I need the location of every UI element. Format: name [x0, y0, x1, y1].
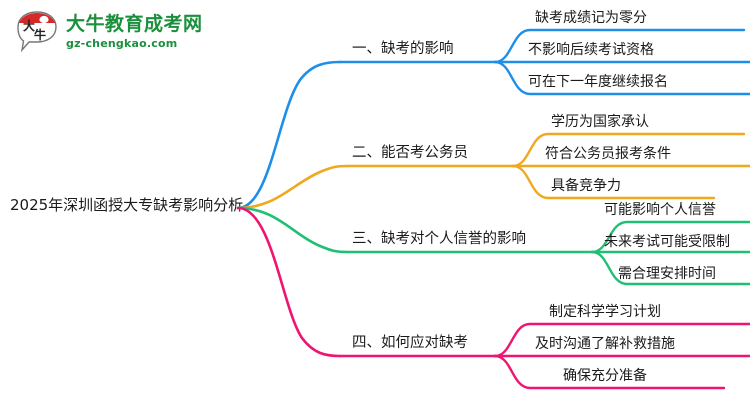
- logo-mark-icon: 大 牛: [14, 10, 60, 54]
- leaf-label-1-1[interactable]: 缺考成绩记为零分: [535, 10, 647, 26]
- leaf-label-4-3[interactable]: 确保充分准备: [563, 368, 647, 384]
- branch-2-lines: [236, 132, 750, 210]
- branch-label-1[interactable]: 一、缺考的影响: [352, 41, 454, 57]
- svg-text:大: 大: [23, 18, 35, 33]
- branch-label-2[interactable]: 二、能否考公务员: [352, 145, 468, 161]
- leaf-label-1-3[interactable]: 可在下一年度继续报名: [528, 74, 668, 90]
- leaf-label-2-1[interactable]: 学历为国家承认: [551, 114, 649, 130]
- leaf-label-4-2[interactable]: 及时沟通了解补救措施: [535, 336, 675, 352]
- leaf-label-2-2[interactable]: 符合公务员报考条件: [545, 146, 671, 162]
- logo-title: 大牛教育成考网: [66, 13, 203, 35]
- svg-text:牛: 牛: [34, 27, 46, 42]
- leaf-label-3-1[interactable]: 可能影响个人信誉: [604, 202, 716, 218]
- leaf-label-2-3[interactable]: 具备竞争力: [551, 178, 621, 194]
- branch-1-lines: [236, 28, 750, 210]
- site-logo[interactable]: 大 牛 大牛教育成考网 gz-chengkao.com: [14, 8, 202, 56]
- leaf-label-1-2[interactable]: 不影响后续考试资格: [528, 42, 654, 58]
- leaf-label-3-3[interactable]: 需合理安排时间: [618, 266, 716, 282]
- leaf-label-4-1[interactable]: 制定科学学习计划: [549, 304, 661, 320]
- branch-label-3[interactable]: 三、缺考对个人信誉的影响: [352, 231, 526, 247]
- branch-label-4[interactable]: 四、如何应对缺考: [352, 335, 468, 351]
- leaf-label-3-2[interactable]: 未来考试可能受限制: [604, 234, 730, 250]
- logo-url: gz-chengkao.com: [66, 37, 178, 50]
- central-topic[interactable]: 2025年深圳函授大专缺考影响分析: [10, 196, 244, 214]
